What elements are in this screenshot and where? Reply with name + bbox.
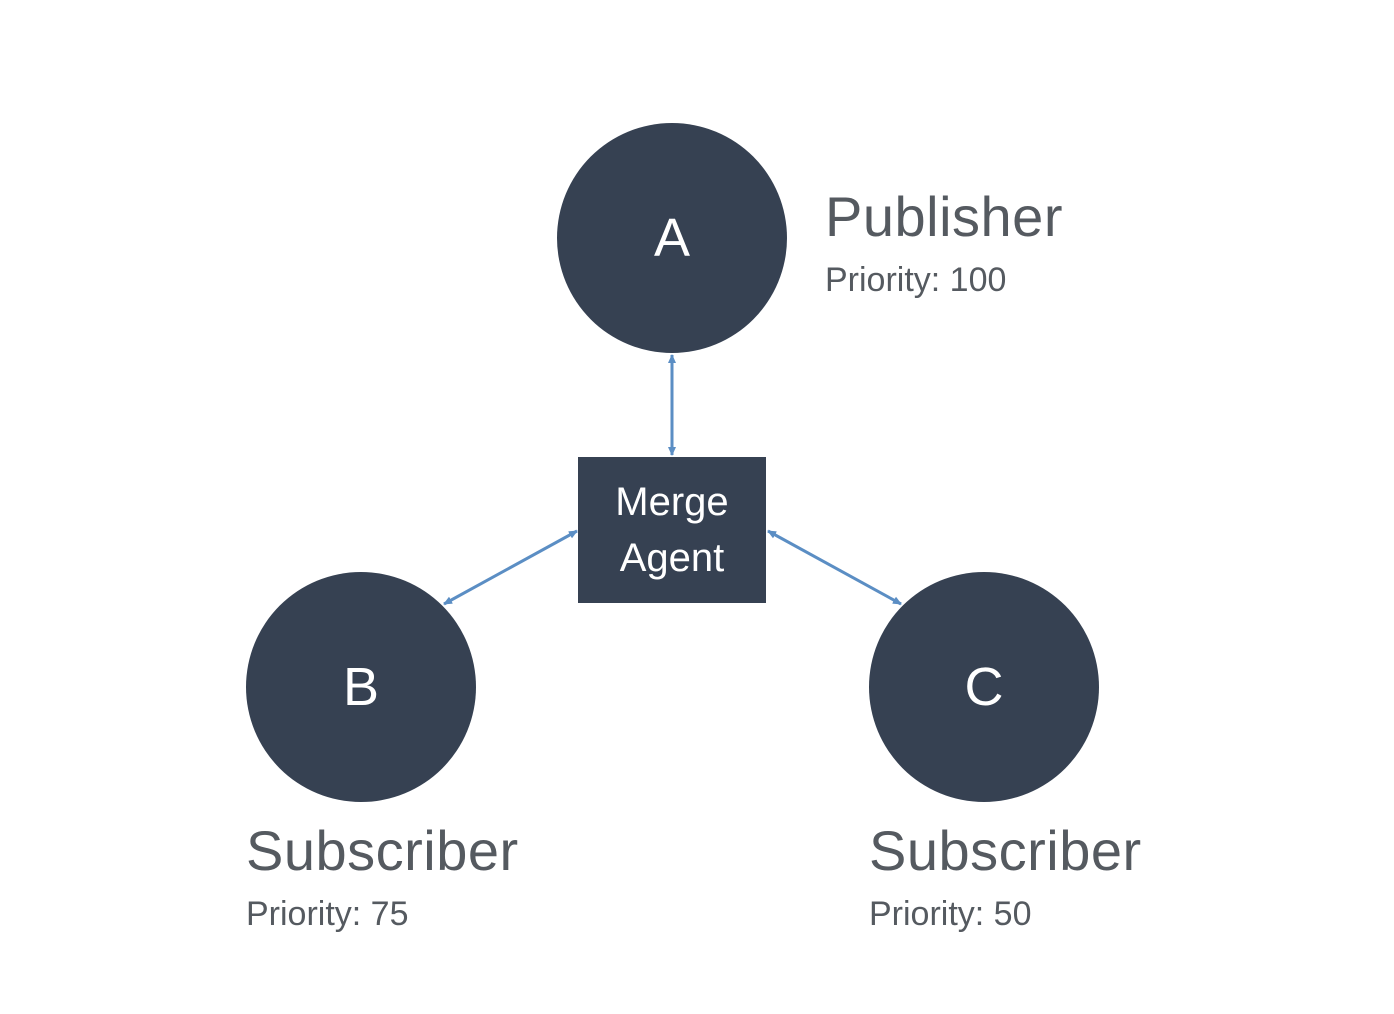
node-a-label: Publisher Priority: 100 [825,185,1063,299]
connector-agent-c [767,529,902,606]
merge-agent-line2: Agent [619,536,725,580]
node-b-priority: Priority: 75 [246,895,409,933]
node-c-letter: C [964,657,1004,717]
node-c: C [869,572,1099,802]
node-b-label: Subscriber Priority: 75 [246,819,519,933]
node-a: A [557,123,787,353]
node-c-priority: Priority: 50 [869,895,1032,933]
node-b-role: Subscriber [246,819,519,882]
node-a-letter: A [653,208,691,268]
connector-agent-b [443,529,578,606]
merge-agent-box: Merge Agent [578,457,766,603]
node-a-role: Publisher [825,185,1063,248]
node-a-priority: Priority: 100 [825,261,1007,299]
node-b-letter: B [342,657,380,717]
merge-agent-line1: Merge [615,480,729,524]
node-c-role: Subscriber [869,819,1142,882]
node-c-label: Subscriber Priority: 50 [869,819,1142,933]
node-b: B [246,572,476,802]
